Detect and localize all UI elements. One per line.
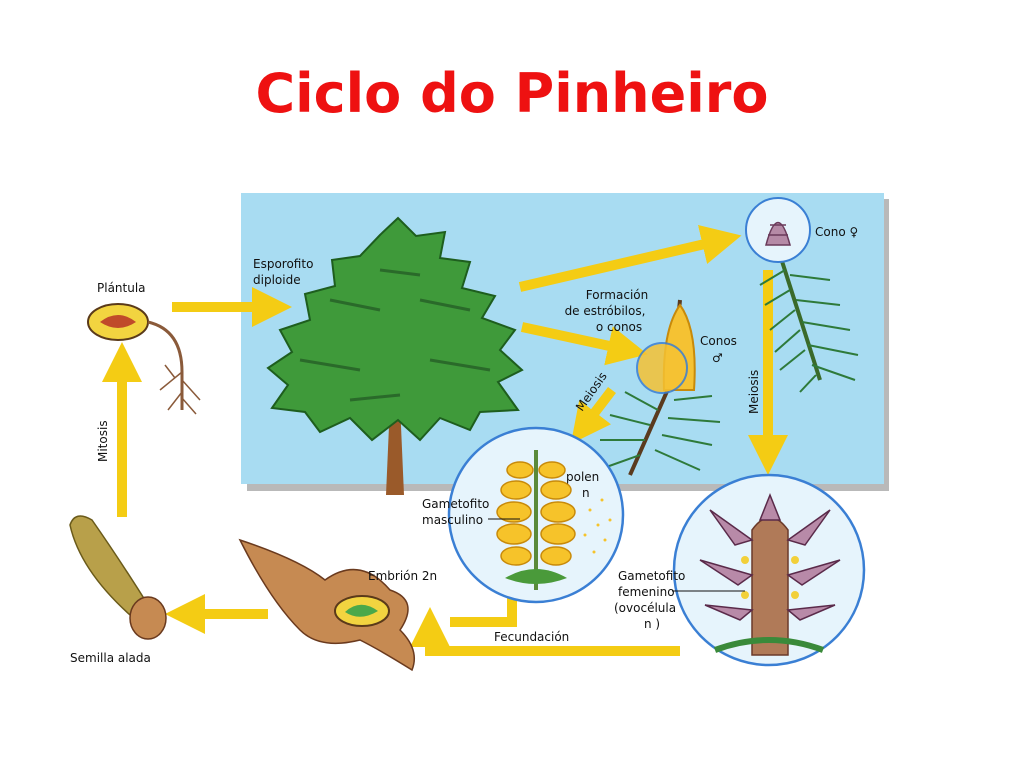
label-polen-2: n <box>582 486 590 500</box>
male-cone-icon <box>597 299 721 476</box>
label-esporofito-1: Esporofito <box>253 257 313 271</box>
cycle-arrows <box>102 225 788 656</box>
label-conos-masculinos-2: ♂ <box>712 351 723 365</box>
label-meiosis-right: Meiosis <box>747 370 761 414</box>
label-embrion: Embrión 2n <box>368 569 437 583</box>
label-mitosis: Mitosis <box>96 420 110 462</box>
label-esporofito-2: diploide <box>253 273 301 287</box>
arrow-fecundation <box>410 607 680 656</box>
page-title: Ciclo do Pinheiro <box>255 62 769 125</box>
label-formacion-2: de estróbilos, <box>565 304 646 318</box>
arrow-tree-to-cone-female <box>518 225 742 292</box>
embryo-icon <box>238 538 415 672</box>
label-plantula: Plántula <box>97 281 146 295</box>
label-formacion-3: o conos <box>596 320 642 334</box>
label-gametofito-femenino-2: femenino <box>618 585 675 599</box>
label-gametofito-masculino-1: Gametofito <box>422 497 489 511</box>
arrow-male-to-fecundation <box>450 597 517 627</box>
label-conos-masculinos-1: Conos <box>700 334 737 348</box>
label-gametofito-femenino-3: (ovocélula <box>614 601 676 615</box>
arrow-tree-to-cone-male <box>520 322 648 366</box>
label-fecundacion: Fecundación <box>494 630 569 644</box>
female-cone-icon <box>745 197 859 393</box>
arrow-meiosis-left <box>570 386 616 444</box>
label-gametofito-masculino-2: masculino <box>422 513 483 527</box>
label-semilla-alada: Semilla alada <box>70 651 151 665</box>
winged-seed-icon <box>69 515 167 640</box>
label-formacion-1: Formación <box>586 288 648 302</box>
plantula-icon <box>87 303 201 415</box>
male-gametophyte-icon <box>447 426 625 604</box>
pine-tree-icon <box>266 216 524 495</box>
label-cono-femenino: Cono ♀ <box>815 225 858 239</box>
label-gametofito-femenino-1: Gametofito <box>618 569 685 583</box>
label-polen-1: polen <box>566 470 599 484</box>
label-gametofito-femenino-4: n ) <box>644 617 660 631</box>
female-gametophyte-icon <box>672 473 866 667</box>
